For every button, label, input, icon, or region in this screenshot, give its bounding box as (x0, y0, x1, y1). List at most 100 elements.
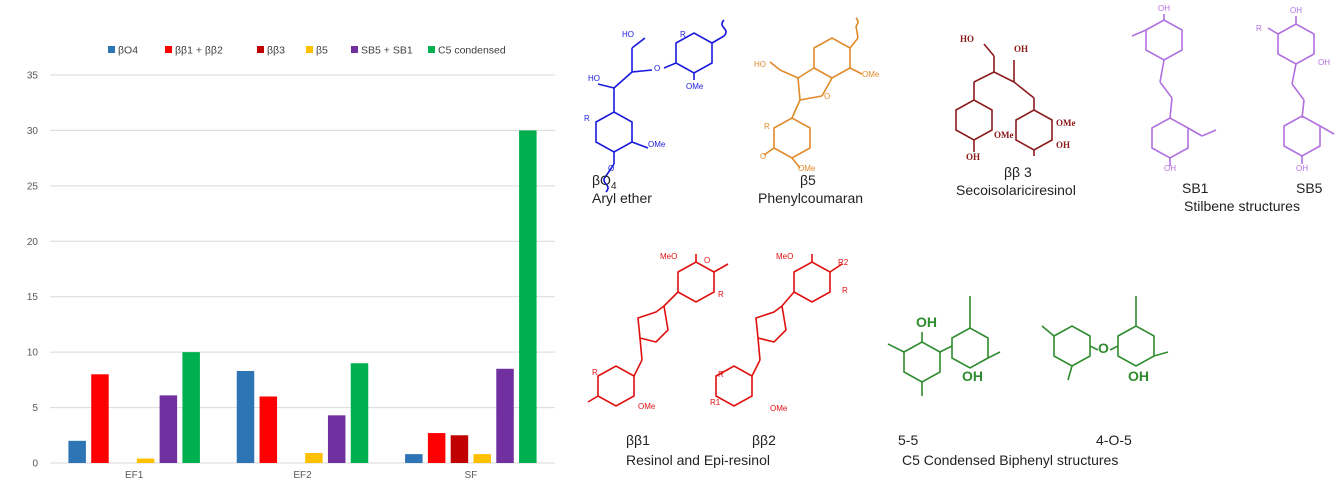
atom-label-r2: R2 (838, 258, 849, 267)
atom-label-oh: OH (1128, 368, 1149, 384)
bar (450, 435, 469, 463)
x-tick-label: SF (464, 470, 477, 481)
y-tick-label: 10 (27, 348, 39, 359)
atom-label-ome: OMe (648, 140, 666, 149)
atom-label-r: R (718, 370, 724, 379)
y-tick-label: 20 (27, 237, 39, 248)
legend-swatch (428, 46, 435, 53)
atom-label-r: R (1256, 24, 1262, 33)
bar (236, 370, 255, 463)
atom-label-oh: OH (1318, 58, 1330, 67)
legend-swatch (351, 46, 358, 53)
atom-label-r: R (592, 368, 598, 377)
atom-label-r: R (764, 122, 770, 131)
legend-swatch (108, 46, 115, 53)
legend-swatch (306, 46, 313, 53)
x-axis-ticks: EF1 EF2 SF (125, 470, 477, 481)
bar (473, 454, 491, 463)
legend-label: ββ3 (267, 45, 285, 57)
bar (496, 368, 514, 463)
atom-label-ome: OMe (638, 402, 656, 411)
bb3-label: ββ 3 (1004, 164, 1032, 180)
y-tick-label: 30 (27, 126, 39, 137)
y-tick-label: 5 (32, 403, 38, 414)
atom-label-oh: HO (622, 30, 634, 39)
atom-label-ome: OMe (994, 130, 1014, 140)
sb5-label: SB5 (1296, 180, 1323, 196)
resinol-desc: Resinol and Epi-resinol (626, 452, 770, 468)
atom-label-meo: MeO (776, 252, 794, 261)
bar (405, 454, 423, 463)
stilbene-desc: Stilbene structures (1184, 198, 1300, 214)
bar (159, 395, 178, 463)
biphenyl-desc: C5 Condensed Biphenyl structures (902, 452, 1119, 468)
c4o5-label: 4-O-5 (1096, 432, 1132, 448)
legend-swatch (165, 46, 172, 53)
legend-label: ββ1 + ββ2 (175, 45, 223, 57)
b5-label: β5 (800, 172, 816, 188)
bb3-desc: Secoisolariciresinol (956, 182, 1076, 198)
atom-label-ome: OMe (686, 82, 704, 91)
y-tick-label: 25 (27, 181, 39, 192)
bar (519, 130, 537, 463)
atom-label-ho: HO (754, 60, 766, 69)
bo4-label: βO4 (592, 172, 617, 192)
bo4-name: βO (592, 172, 611, 188)
atom-label-oh: OH (1290, 6, 1302, 15)
atom-label-r: R (718, 290, 724, 299)
atom-label-ome: OMe (862, 70, 880, 79)
atom-label-o: O (654, 64, 661, 73)
atom-label-o: O (704, 256, 711, 265)
y-tick-label: 35 (27, 71, 39, 82)
bb2-label: ββ2 (752, 432, 776, 448)
resinol-structure-drawing (587, 254, 843, 407)
atom-label-o: O (608, 164, 615, 173)
b5-structure-drawing (763, 17, 863, 169)
atom-label-meo: MeO (660, 252, 678, 261)
atom-label-ho: HO (960, 34, 975, 44)
y-tick-label: 0 (32, 459, 38, 470)
atom-label-oh: OH (1014, 44, 1029, 54)
bar (427, 433, 446, 463)
bar (68, 440, 86, 463)
bb1-label: ββ1 (626, 432, 650, 448)
legend-label: C5 condensed (438, 45, 506, 57)
atom-label-o: O (824, 92, 831, 101)
bar (305, 453, 323, 463)
x-tick-label: EF2 (293, 470, 312, 481)
atom-label-oh: OH (1164, 164, 1176, 173)
atom-label-ome: OMe (798, 164, 816, 173)
atom-label-r: R (680, 30, 686, 39)
biphenyl-structure-drawing (887, 296, 1169, 396)
bo4-subscript: 4 (610, 180, 617, 192)
atom-label-me: OMe (770, 404, 788, 413)
atom-label-o: O (760, 152, 767, 161)
bar (136, 458, 155, 463)
sb1-label: SB1 (1182, 180, 1209, 196)
atom-label-ome: OMe (1056, 118, 1076, 128)
atom-label-oh: OH (1296, 164, 1308, 173)
legend-label: β5 (316, 45, 328, 57)
bar (91, 374, 109, 463)
bar (350, 363, 369, 463)
bar (182, 352, 200, 463)
atom-label-oh: OH (966, 152, 981, 162)
bar (327, 415, 346, 463)
atom-label-oh: OH (1158, 4, 1170, 13)
legend-swatch (257, 46, 264, 53)
atom-label-oh: OH (1056, 140, 1071, 150)
legend-label: βO4 (118, 45, 138, 57)
c55-label: 5-5 (898, 432, 919, 448)
x-tick-label: EF1 (125, 470, 144, 481)
atom-label-o: O (1098, 340, 1109, 356)
atom-label-r1: R1 (710, 398, 721, 407)
atom-label-r: R (842, 286, 848, 295)
stilbene-structure-drawing (1131, 14, 1335, 166)
bo4-desc: Aryl ether (592, 190, 652, 206)
gridlines (50, 74, 555, 464)
b5-desc: Phenylcoumaran (758, 190, 864, 206)
atom-label-oh: OH (962, 368, 983, 384)
atom-label-oh: OH (916, 314, 937, 330)
